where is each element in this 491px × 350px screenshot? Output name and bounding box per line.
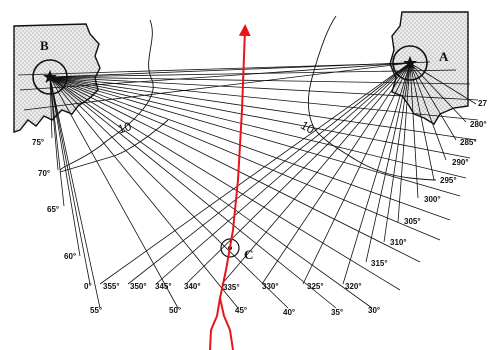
rays-from-b	[49, 61, 479, 309]
bearing-label-b-35: 35°	[331, 308, 343, 317]
b-ray	[49, 76, 471, 85]
b-ray	[49, 76, 373, 309]
b-ray	[49, 76, 461, 197]
b-ray	[49, 76, 451, 221]
b-ray	[49, 76, 91, 285]
bearing-label-a-315: 315°	[371, 259, 388, 268]
b-ray	[49, 61, 431, 78]
bearing-label-a-310: 310°	[390, 238, 407, 247]
bearing-label-b-75: 75°	[32, 138, 44, 147]
bearing-label-a-300: 300°	[424, 195, 441, 204]
bearing-label-b-0: 0°	[84, 282, 92, 291]
bearing-label-b-45: 45°	[235, 306, 247, 315]
a-ray	[383, 62, 411, 243]
station-a-label: A	[439, 49, 449, 64]
bearing-label-a-280: 280°	[470, 120, 487, 129]
bearing-label-a-320: 320°	[345, 282, 362, 291]
b-ray	[49, 76, 477, 141]
b-ray	[49, 76, 53, 139]
b-ray	[49, 76, 421, 263]
b-ray	[49, 76, 479, 101]
land-right	[389, 11, 469, 125]
bearing-label-b-70: 70°	[38, 169, 50, 178]
station-c-circle	[220, 238, 240, 258]
b-ray	[49, 69, 457, 78]
a-ray	[155, 62, 411, 285]
a-ray	[409, 62, 457, 141]
b-ray	[49, 76, 441, 241]
b-ray	[49, 76, 179, 309]
bearing-label-a-325: 325°	[307, 282, 324, 291]
bearing-label-b-30: 30°	[368, 306, 380, 315]
bearing-label-a-335: 335°	[223, 283, 240, 292]
bearing-label-b-40: 40°	[283, 308, 295, 317]
bearing-label-a-27: 27	[478, 99, 487, 108]
b-ray	[49, 76, 65, 207]
depth-label-left: 10	[116, 119, 133, 137]
a-ray	[302, 62, 411, 285]
bearing-label-b-50: 50°	[169, 306, 181, 315]
station-b-circle	[32, 59, 68, 95]
station-a-circle	[392, 45, 428, 81]
bearing-label-a-285: 285°	[460, 138, 477, 147]
b-ray	[49, 76, 81, 257]
bearing-label-a-330: 330°	[262, 282, 279, 291]
bearing-label-a-290: 290°	[452, 158, 469, 167]
a-ray	[409, 62, 435, 181]
bearing-label-b-55: 55°	[90, 306, 102, 315]
red-track-branch	[219, 297, 234, 350]
a-ray	[409, 62, 467, 123]
a-ray	[23, 62, 411, 111]
station-b-label: B	[40, 38, 49, 53]
b-ray	[49, 76, 471, 159]
bearing-label-b-60: 60°	[64, 252, 76, 261]
bearing-label-a-295: 295°	[440, 176, 457, 185]
red-track-line	[209, 24, 251, 350]
b-ray	[49, 76, 101, 309]
station-a-star-icon	[403, 56, 417, 69]
bearing-label-a-305: 305°	[404, 217, 421, 226]
b-ray	[49, 76, 239, 309]
b-ray	[49, 76, 467, 179]
b-ray	[49, 76, 289, 309]
b-ray	[49, 76, 401, 291]
bearing-label-a-345: 345°	[155, 282, 172, 291]
depth-label-right: 10	[298, 118, 317, 137]
bearing-label-a-340: 340°	[184, 282, 201, 291]
a-ray	[99, 62, 411, 285]
b-ray	[49, 76, 337, 309]
a-ray	[342, 62, 411, 285]
bearing-label-a-355: 355°	[103, 282, 120, 291]
station-b-star-icon	[43, 70, 57, 83]
a-ray	[221, 62, 411, 285]
b-ray	[49, 76, 479, 121]
station-c-label: C	[244, 247, 253, 262]
a-ray	[127, 62, 411, 285]
bearing-label-b-65: 65°	[47, 205, 59, 214]
a-ray	[185, 62, 411, 285]
a-ray	[397, 62, 411, 223]
bearing-label-a-350: 350°	[130, 282, 147, 291]
